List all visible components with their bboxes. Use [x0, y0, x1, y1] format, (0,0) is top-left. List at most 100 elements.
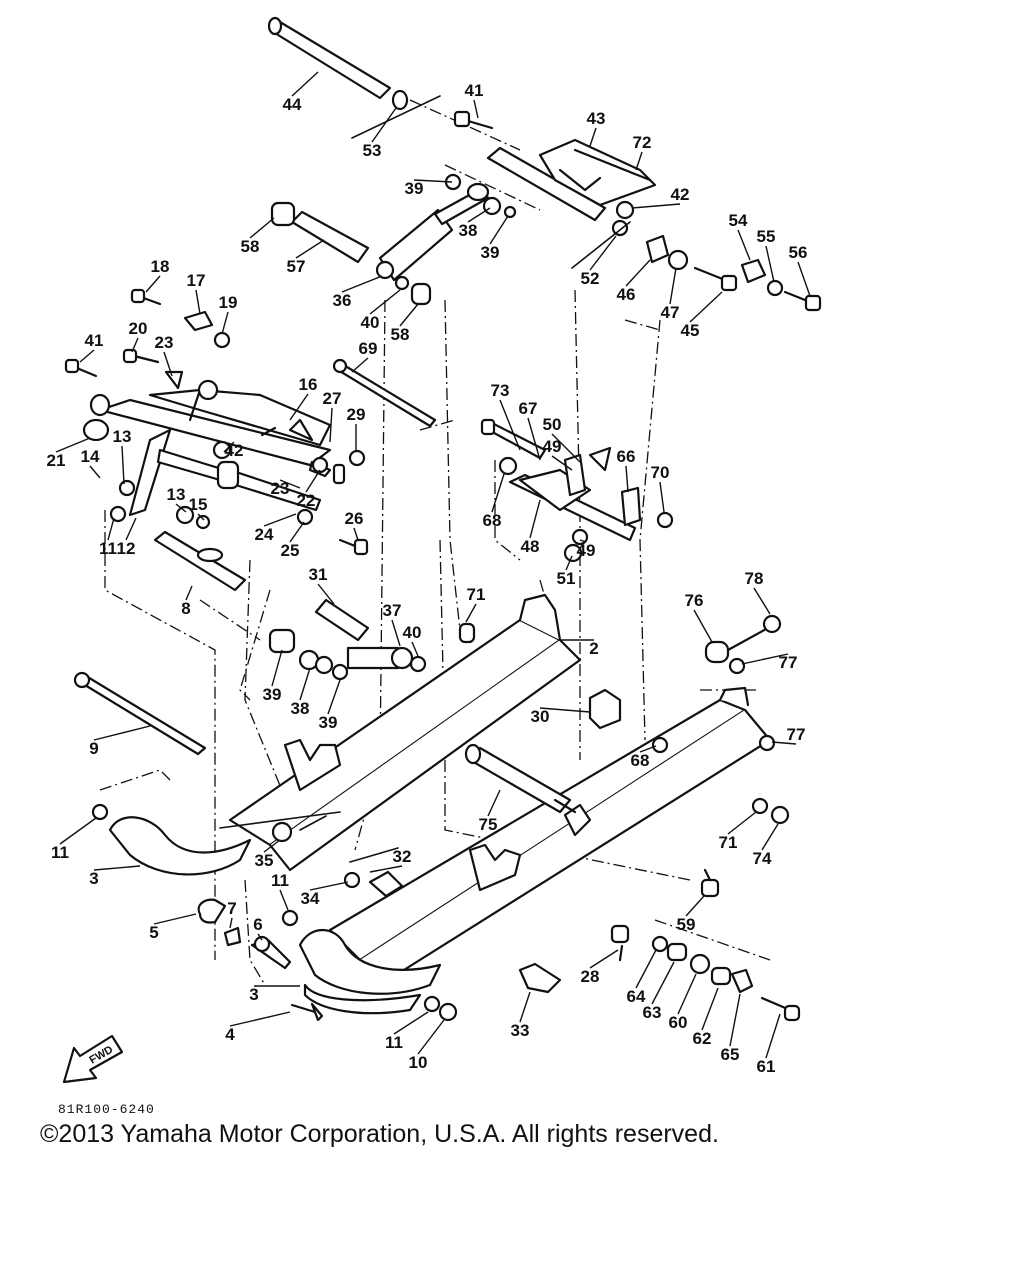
callout-30: 30 — [531, 707, 550, 726]
callout-43: 43 — [587, 109, 606, 128]
callout-47: 47 — [661, 303, 680, 322]
callout-34: 34 — [301, 889, 320, 908]
callout-leader-22 — [305, 469, 321, 493]
callout-45: 45 — [681, 321, 700, 340]
callout-55: 55 — [757, 227, 776, 246]
callout-59: 59 — [677, 915, 696, 934]
callout-leader-11 — [393, 1011, 429, 1035]
callout-67: 67 — [519, 399, 538, 418]
callout-68: 68 — [483, 511, 502, 530]
callout-20: 20 — [129, 319, 148, 338]
callout-70: 70 — [651, 463, 670, 482]
callout-leader-39 — [489, 215, 509, 245]
callout-29: 29 — [347, 405, 366, 424]
drawing-code: 81R100-6240 — [58, 1102, 155, 1117]
callout-labels: 4453414372393839425254555646474558573640… — [47, 81, 808, 1076]
callout-leader-61 — [765, 1013, 781, 1059]
callout-leader-14 — [89, 465, 101, 479]
callout-leader-69 — [351, 357, 369, 373]
callout-11: 11 — [385, 1033, 403, 1052]
callout-leader-7 — [229, 917, 233, 929]
callout-leader-34 — [309, 881, 349, 891]
callout-leader-48 — [529, 499, 541, 539]
callout-15: 15 — [189, 495, 208, 514]
callout-leader-36 — [341, 275, 383, 293]
callout-42: 42 — [671, 185, 690, 204]
callout-51: 51 — [557, 569, 576, 588]
callout-leader-78 — [753, 587, 771, 615]
callout-leader-68 — [491, 473, 505, 513]
callout-leader-71 — [727, 811, 757, 835]
callout-14: 14 — [81, 447, 100, 466]
callout-leader-75 — [487, 789, 501, 817]
long-bolt-69 — [332, 358, 437, 428]
callout-leader-39 — [413, 179, 453, 183]
lower-small-parts — [91, 803, 801, 1022]
callout-74: 74 — [753, 849, 772, 868]
callout-19: 19 — [219, 293, 238, 312]
callout-39: 39 — [405, 179, 424, 198]
callout-leader-8 — [185, 585, 193, 601]
callout-40: 40 — [361, 313, 380, 332]
fwd-arrow: FWD — [62, 1034, 124, 1084]
callout-leader-43 — [589, 127, 597, 147]
callout-leader-30 — [539, 707, 591, 713]
callout-24: 24 — [255, 525, 274, 544]
callout-52: 52 — [581, 269, 600, 288]
callout-41: 41 — [465, 81, 484, 100]
long-bolt-9 — [73, 671, 207, 756]
callout-72: 72 — [633, 133, 652, 152]
callout-leader-38 — [299, 667, 311, 701]
callout-leader-77 — [741, 653, 789, 665]
callout-leader-33 — [519, 991, 531, 1023]
callout-leader-42 — [223, 441, 235, 453]
callout-leader-19 — [221, 311, 229, 335]
callout-13: 13 — [113, 427, 132, 446]
callout-65: 65 — [721, 1045, 740, 1064]
callout-leader-58 — [399, 303, 419, 327]
callout-leader-6 — [257, 933, 263, 941]
callout-12: 12 — [117, 539, 136, 558]
callout-3: 3 — [249, 985, 258, 1004]
callout-leader-41 — [473, 99, 479, 119]
callout-54: 54 — [729, 211, 748, 230]
callout-77: 77 — [779, 653, 798, 672]
callout-leader-11 — [59, 817, 97, 845]
callout-38: 38 — [291, 699, 310, 718]
callout-leader-13 — [175, 503, 187, 513]
callout-leader-71 — [465, 603, 477, 623]
callout-leader-62 — [701, 987, 719, 1031]
callout-46: 46 — [617, 285, 636, 304]
callout-leader-58 — [249, 217, 275, 239]
callout-leader-39 — [271, 649, 283, 687]
callout-leader-35 — [263, 839, 281, 853]
callout-37: 37 — [383, 601, 402, 620]
callout-4: 4 — [225, 1025, 235, 1044]
callout-leader-12 — [125, 517, 137, 541]
callout-leader-11 — [279, 889, 289, 911]
upper-shaft-44 — [267, 16, 441, 139]
callout-leader-3 — [93, 865, 141, 871]
callout-9: 9 — [89, 739, 98, 758]
callout-27: 27 — [323, 389, 342, 408]
callout-73: 73 — [491, 381, 510, 400]
callout-17: 17 — [187, 271, 206, 290]
callout-68: 68 — [631, 751, 650, 770]
callout-leader-68 — [639, 745, 657, 753]
front-arm-bracket — [453, 110, 822, 312]
callout-leader-59 — [685, 895, 705, 917]
callout-21: 21 — [47, 451, 66, 470]
copyright-notice: ©2013 Yamaha Motor Corporation, U.S.A. A… — [40, 1120, 719, 1148]
callout-leader-52 — [589, 235, 617, 271]
callout-leader-27 — [329, 407, 333, 443]
callout-leader-21 — [55, 437, 91, 453]
callout-11: 11 — [271, 871, 289, 890]
callout-leader-26 — [353, 527, 359, 541]
callout-5: 5 — [149, 923, 158, 942]
callout-leader-38 — [467, 207, 491, 223]
callout-69: 69 — [359, 339, 378, 358]
center-arm-assembly — [480, 418, 674, 563]
callout-39: 39 — [319, 713, 338, 732]
callout-leader-65 — [729, 993, 741, 1047]
callout-8: 8 — [181, 599, 190, 618]
